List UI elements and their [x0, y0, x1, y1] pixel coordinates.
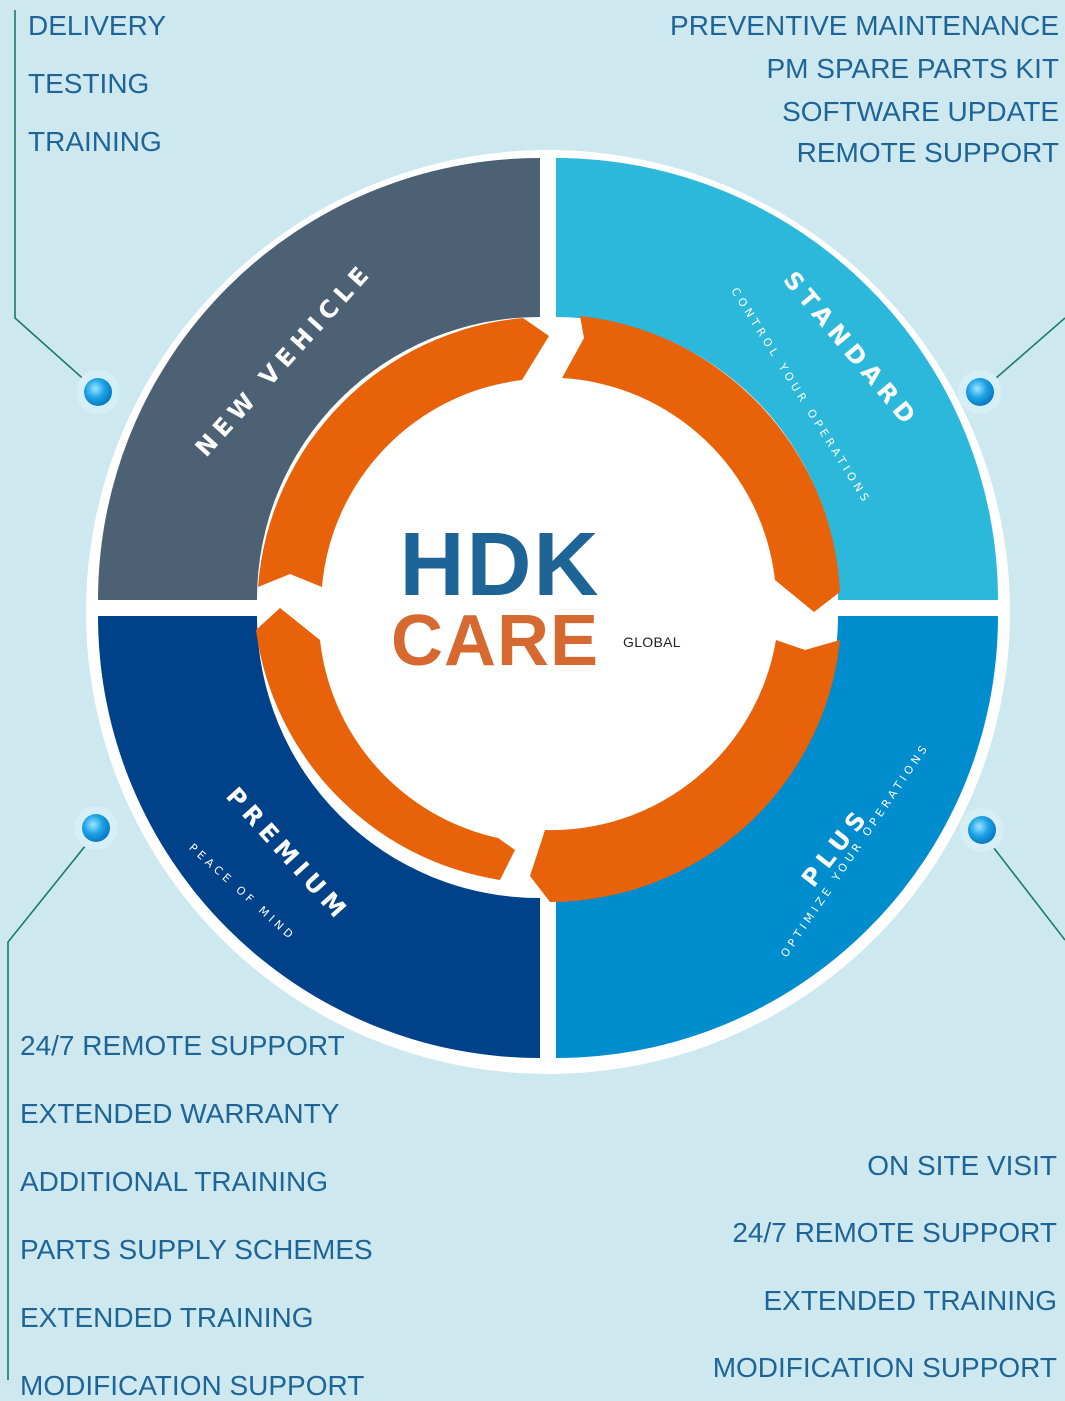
list-standard: PREVENTIVE MAINTENANCE PM SPARE PARTS KI…	[499, 12, 1059, 172]
list-premium: 24/7 REMOTE SUPPORT EXTENDED WARRANTY AD…	[20, 1030, 540, 1401]
list-item: EXTENDED TRAINING	[763, 1285, 1057, 1316]
list-item: ADDITIONAL TRAINING	[20, 1166, 329, 1197]
list-item: ON SITE VISIT	[867, 1150, 1057, 1181]
marker-dot-plus	[968, 816, 996, 844]
list-item: PARTS SUPPLY SCHEMES	[20, 1234, 373, 1265]
cycle-arrow-top-right	[562, 316, 840, 612]
cycle-arrows	[256, 316, 840, 902]
marker-dot-new-vehicle	[84, 378, 112, 406]
segment-standard	[556, 158, 998, 600]
brand-tag: GLOBAL	[623, 634, 681, 650]
list-item: DELIVERY	[28, 10, 166, 41]
segment-new-vehicle	[98, 158, 540, 600]
marker-dots	[74, 370, 1004, 852]
list-item: 24/7 REMOTE SUPPORT	[20, 1030, 345, 1061]
connector-plus	[979, 829, 1065, 941]
cycle-arrow-bottom-right	[530, 640, 840, 902]
cycle-arrow-bottom-left	[256, 608, 515, 880]
connector-premium	[7, 829, 99, 1380]
cycle-arrow-top-left	[258, 318, 549, 587]
brand-title: HDK	[399, 515, 601, 615]
segment-plus	[556, 616, 998, 1058]
list-item: MODIFICATION SUPPORT	[20, 1370, 365, 1401]
list-item: TESTING	[28, 68, 150, 99]
marker-dot-premium	[82, 814, 110, 842]
list-item: 24/7 REMOTE SUPPORT	[732, 1217, 1057, 1248]
list-item: EXTENDED WARRANTY	[20, 1098, 340, 1129]
inner-circle	[264, 324, 832, 892]
list-item: PM SPARE PARTS KIT	[766, 53, 1059, 84]
list-item: PREVENTIVE MAINTENANCE	[670, 10, 1059, 41]
segment-premium	[98, 616, 540, 1058]
brand-subtitle: CARE	[390, 601, 599, 681]
list-item: EXTENDED TRAINING	[20, 1302, 314, 1333]
list-new-vehicle: DELIVERY TESTING TRAINING	[28, 12, 328, 172]
connector-lines	[7, 10, 1065, 1380]
connector-new-vehicle	[14, 10, 99, 393]
list-item: TRAINING	[28, 126, 162, 157]
list-item: MODIFICATION SUPPORT	[712, 1352, 1057, 1383]
list-plus: ON SITE VISIT 24/7 REMOTE SUPPORT EXTEND…	[537, 1152, 1057, 1392]
marker-dot-standard	[966, 378, 994, 406]
list-item: REMOTE SUPPORT	[796, 137, 1059, 168]
list-item: SOFTWARE UPDATE	[782, 96, 1059, 127]
